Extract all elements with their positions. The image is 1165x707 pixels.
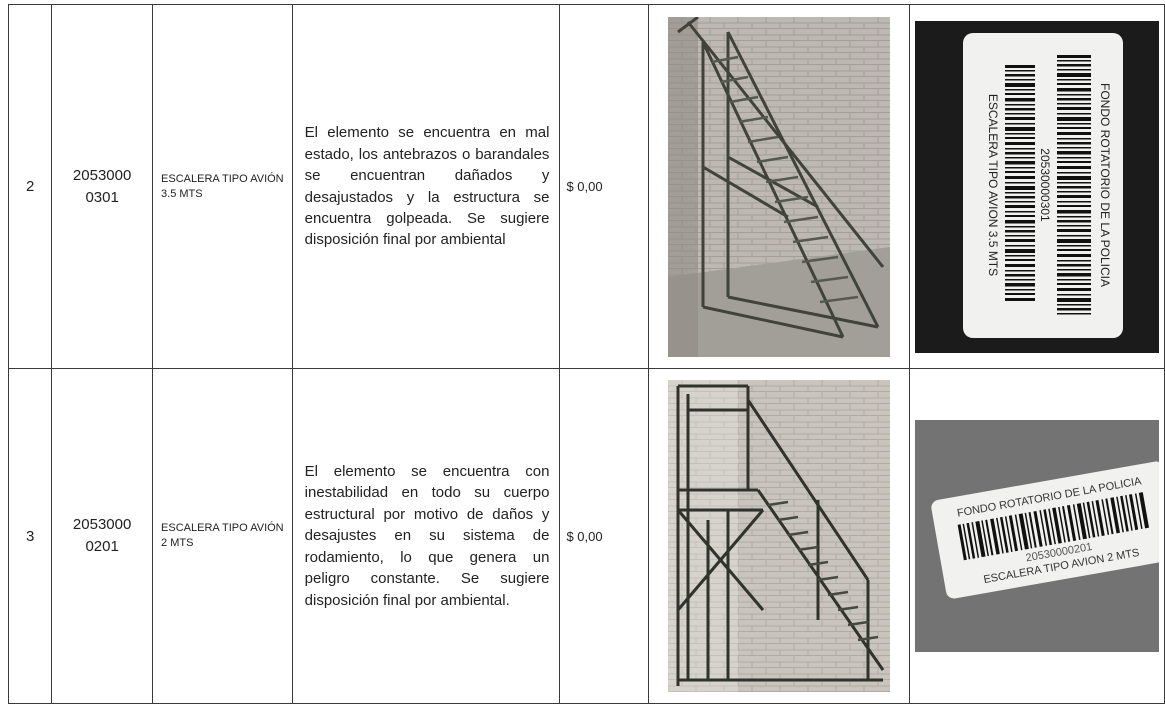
barcode-label-photo-2: FONDO ROTATORIO DE LA POLICIA 2053000020…: [914, 420, 1159, 652]
staircase-photo-2: [667, 380, 890, 692]
barcode-label-photo-1: FONDO ROTATORIO DE LA POLICIA 2053000030…: [914, 20, 1159, 353]
item-description: El elemento se encuentra en mal estado, …: [304, 124, 550, 249]
item-name-cell: ESCALERA TIPO AVIÓN 3.5 MTS: [152, 4, 293, 369]
item-number: 2: [7, 4, 53, 369]
table-row: 2 2053000 0301 ESCALERA TIPO AVIÓN 3.5 M…: [7, 4, 1165, 369]
item-photo-cell: [647, 4, 910, 369]
table-row: 3 2053000 0201 ESCALERA TIPO AVIÓN 2 MTS…: [7, 368, 1165, 704]
item-code-line2: 0201: [85, 538, 119, 555]
item-code-line2: 0301: [85, 188, 119, 206]
item-price: $ 0,00: [559, 4, 649, 369]
barcode-icon: [1056, 54, 1091, 314]
item-description-cell: El elemento se encuentra con inestabilid…: [291, 368, 561, 704]
item-price: $ 0,00: [559, 368, 649, 704]
label-name-text: ESCALERA TIPO AVION 3.5 MTS: [986, 93, 1000, 275]
barcode-icon: [957, 492, 1149, 561]
item-label-cell: FONDO ROTATORIO DE LA POLICIA 2053000030…: [908, 4, 1165, 369]
label-code-text: 20530000301: [1038, 148, 1052, 222]
item-code-line1: 2053000: [72, 516, 132, 533]
item-description-cell: El elemento se encuentra en mal estado, …: [291, 4, 561, 369]
item-code-line1: 2053000: [72, 166, 132, 184]
item-number: 3: [7, 368, 53, 704]
item-code: 2053000 0201: [51, 368, 154, 704]
item-label-cell: FONDO ROTATORIO DE LA POLICIA 2053000020…: [908, 368, 1165, 704]
item-name: ESCALERA TIPO AVIÓN 3.5 MTS: [161, 172, 284, 200]
item-photo-cell: [647, 368, 910, 704]
item-name-cell: ESCALERA TIPO AVIÓN 2 MTS: [152, 368, 293, 704]
staircase-photo-1: [667, 16, 890, 357]
item-description: El elemento se encuentra con inestabilid…: [304, 463, 550, 609]
item-code: 2053000 0301: [51, 4, 154, 369]
item-name: ESCALERA TIPO AVIÓN 2 MTS: [161, 522, 284, 549]
label-org-text: FONDO ROTATORIO DE LA POLICIA: [1098, 82, 1112, 286]
barcode-icon: [1004, 64, 1035, 301]
inventory-table: 2 2053000 0301 ESCALERA TIPO AVIÓN 3.5 M…: [7, 4, 1165, 704]
